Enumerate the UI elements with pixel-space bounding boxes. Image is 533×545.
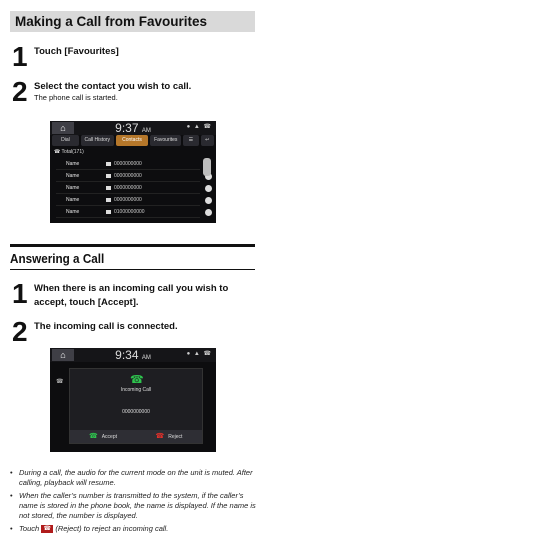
tab-favourites[interactable]: Favourites <box>150 135 182 146</box>
contact-number: 0000000000 <box>106 195 142 206</box>
tab-dial[interactable]: Dial <box>52 135 79 146</box>
phone-tabs: Dial Call History Contacts Favourites ☰ … <box>52 135 214 146</box>
notes: •During a call, the audio for the curren… <box>10 468 260 537</box>
contact-row[interactable]: Name 0000000000 <box>56 171 212 182</box>
phone-icon: ☎ <box>56 379 64 385</box>
menu-icon[interactable]: ☰ <box>183 135 199 146</box>
incoming-call-dialog: ☎ Incoming Call 0000000000 ☎Accept ☎Reje… <box>69 368 203 444</box>
tab-call-history[interactable]: Call History <box>80 135 114 146</box>
note-item: •During a call, the audio for the curren… <box>10 468 253 487</box>
phone-hangup-icon: ☎ <box>155 433 165 440</box>
phone-type-icon <box>106 197 111 202</box>
contacts-screen: ⌂ 9:37 AM ● ▲ ☎ Dial Call History Contac… <box>50 121 216 223</box>
incoming-call-screen: ⌂ 9:34 AM ● ▲ ☎ ☎ ☎ Incoming Call 000000… <box>50 348 216 452</box>
accept-button[interactable]: ☎Accept <box>70 430 136 443</box>
contact-name: Name <box>66 161 80 167</box>
step-number: 1 <box>12 41 28 72</box>
reject-button[interactable]: ☎Reject <box>136 430 202 443</box>
status-bar: ⌂ 9:34 AM ● ▲ ☎ <box>50 348 216 362</box>
phone-type-icon <box>106 173 111 178</box>
back-icon[interactable]: ↩ <box>200 135 214 146</box>
phone-type-icon <box>106 185 111 190</box>
status-icons: ● ▲ ☎ <box>186 351 212 357</box>
phone-type-icon <box>106 161 111 166</box>
status-icons: ● ▲ ☎ <box>186 124 212 130</box>
contact-row[interactable]: Name 0000000000 <box>56 183 212 194</box>
step-number: 2 <box>12 316 28 347</box>
phone-icon: ☎ <box>88 433 98 440</box>
caller-number: 0000000000 <box>122 409 150 415</box>
contact-row[interactable]: Name 0000000000 <box>56 195 212 206</box>
contact-row[interactable]: Name 0000000000 <box>56 159 200 170</box>
section-heading-favourites: Making a Call from Favourites <box>10 11 255 32</box>
step-title: When there is an incoming call you wish … <box>34 283 229 308</box>
tab-contacts[interactable]: Contacts <box>115 135 149 146</box>
phone-type-icon <box>106 209 111 214</box>
step-number: 2 <box>12 76 28 107</box>
note-item: •When the caller’s number is transmitted… <box>10 491 256 520</box>
dialog-label: Incoming Call <box>120 387 152 393</box>
section-divider <box>10 244 255 247</box>
contact-name: Name <box>66 209 80 215</box>
contact-total: ☎ Total(171) <box>54 149 84 155</box>
section-heading-answering: Answering a Call <box>10 251 105 266</box>
contact-number: 0000000000 <box>106 159 142 170</box>
contact-number: 0000000000 <box>106 183 142 194</box>
phone-icon: ☎ <box>54 149 61 155</box>
home-button[interactable]: ⌂ <box>52 122 74 134</box>
step-subtext: The phone call is started. <box>34 93 118 102</box>
clock: 9:34 AM <box>115 348 151 362</box>
heading-underline <box>10 269 255 270</box>
info-icon[interactable] <box>205 209 212 216</box>
status-bar: ⌂ 9:37 AM ● ▲ ☎ <box>50 121 216 135</box>
phone-icon: ☎ <box>130 374 144 386</box>
step-title: Touch [Favourites] <box>34 46 119 57</box>
contact-name: Name <box>66 197 80 203</box>
contact-name: Name <box>66 185 80 191</box>
note-item: •Touch ☎ (Reject) to reject an incoming … <box>10 524 169 534</box>
scrollbar[interactable] <box>203 158 211 176</box>
info-icon[interactable] <box>205 185 212 192</box>
home-button[interactable]: ⌂ <box>52 349 74 361</box>
reject-icon: ☎ <box>41 525 54 534</box>
info-icon[interactable] <box>205 173 212 180</box>
contact-number: 0000000000 <box>106 171 142 182</box>
info-icon[interactable] <box>205 197 212 204</box>
step-title: Select the contact you wish to call. <box>34 81 192 92</box>
contact-number: 01000000000 <box>106 207 145 218</box>
contact-row[interactable]: Name 01000000000 <box>56 207 212 218</box>
contact-name: Name <box>66 173 80 179</box>
clock: 9:37 AM <box>115 121 151 135</box>
step-title: The incoming call is connected. <box>34 321 178 332</box>
step-number: 1 <box>12 278 28 309</box>
